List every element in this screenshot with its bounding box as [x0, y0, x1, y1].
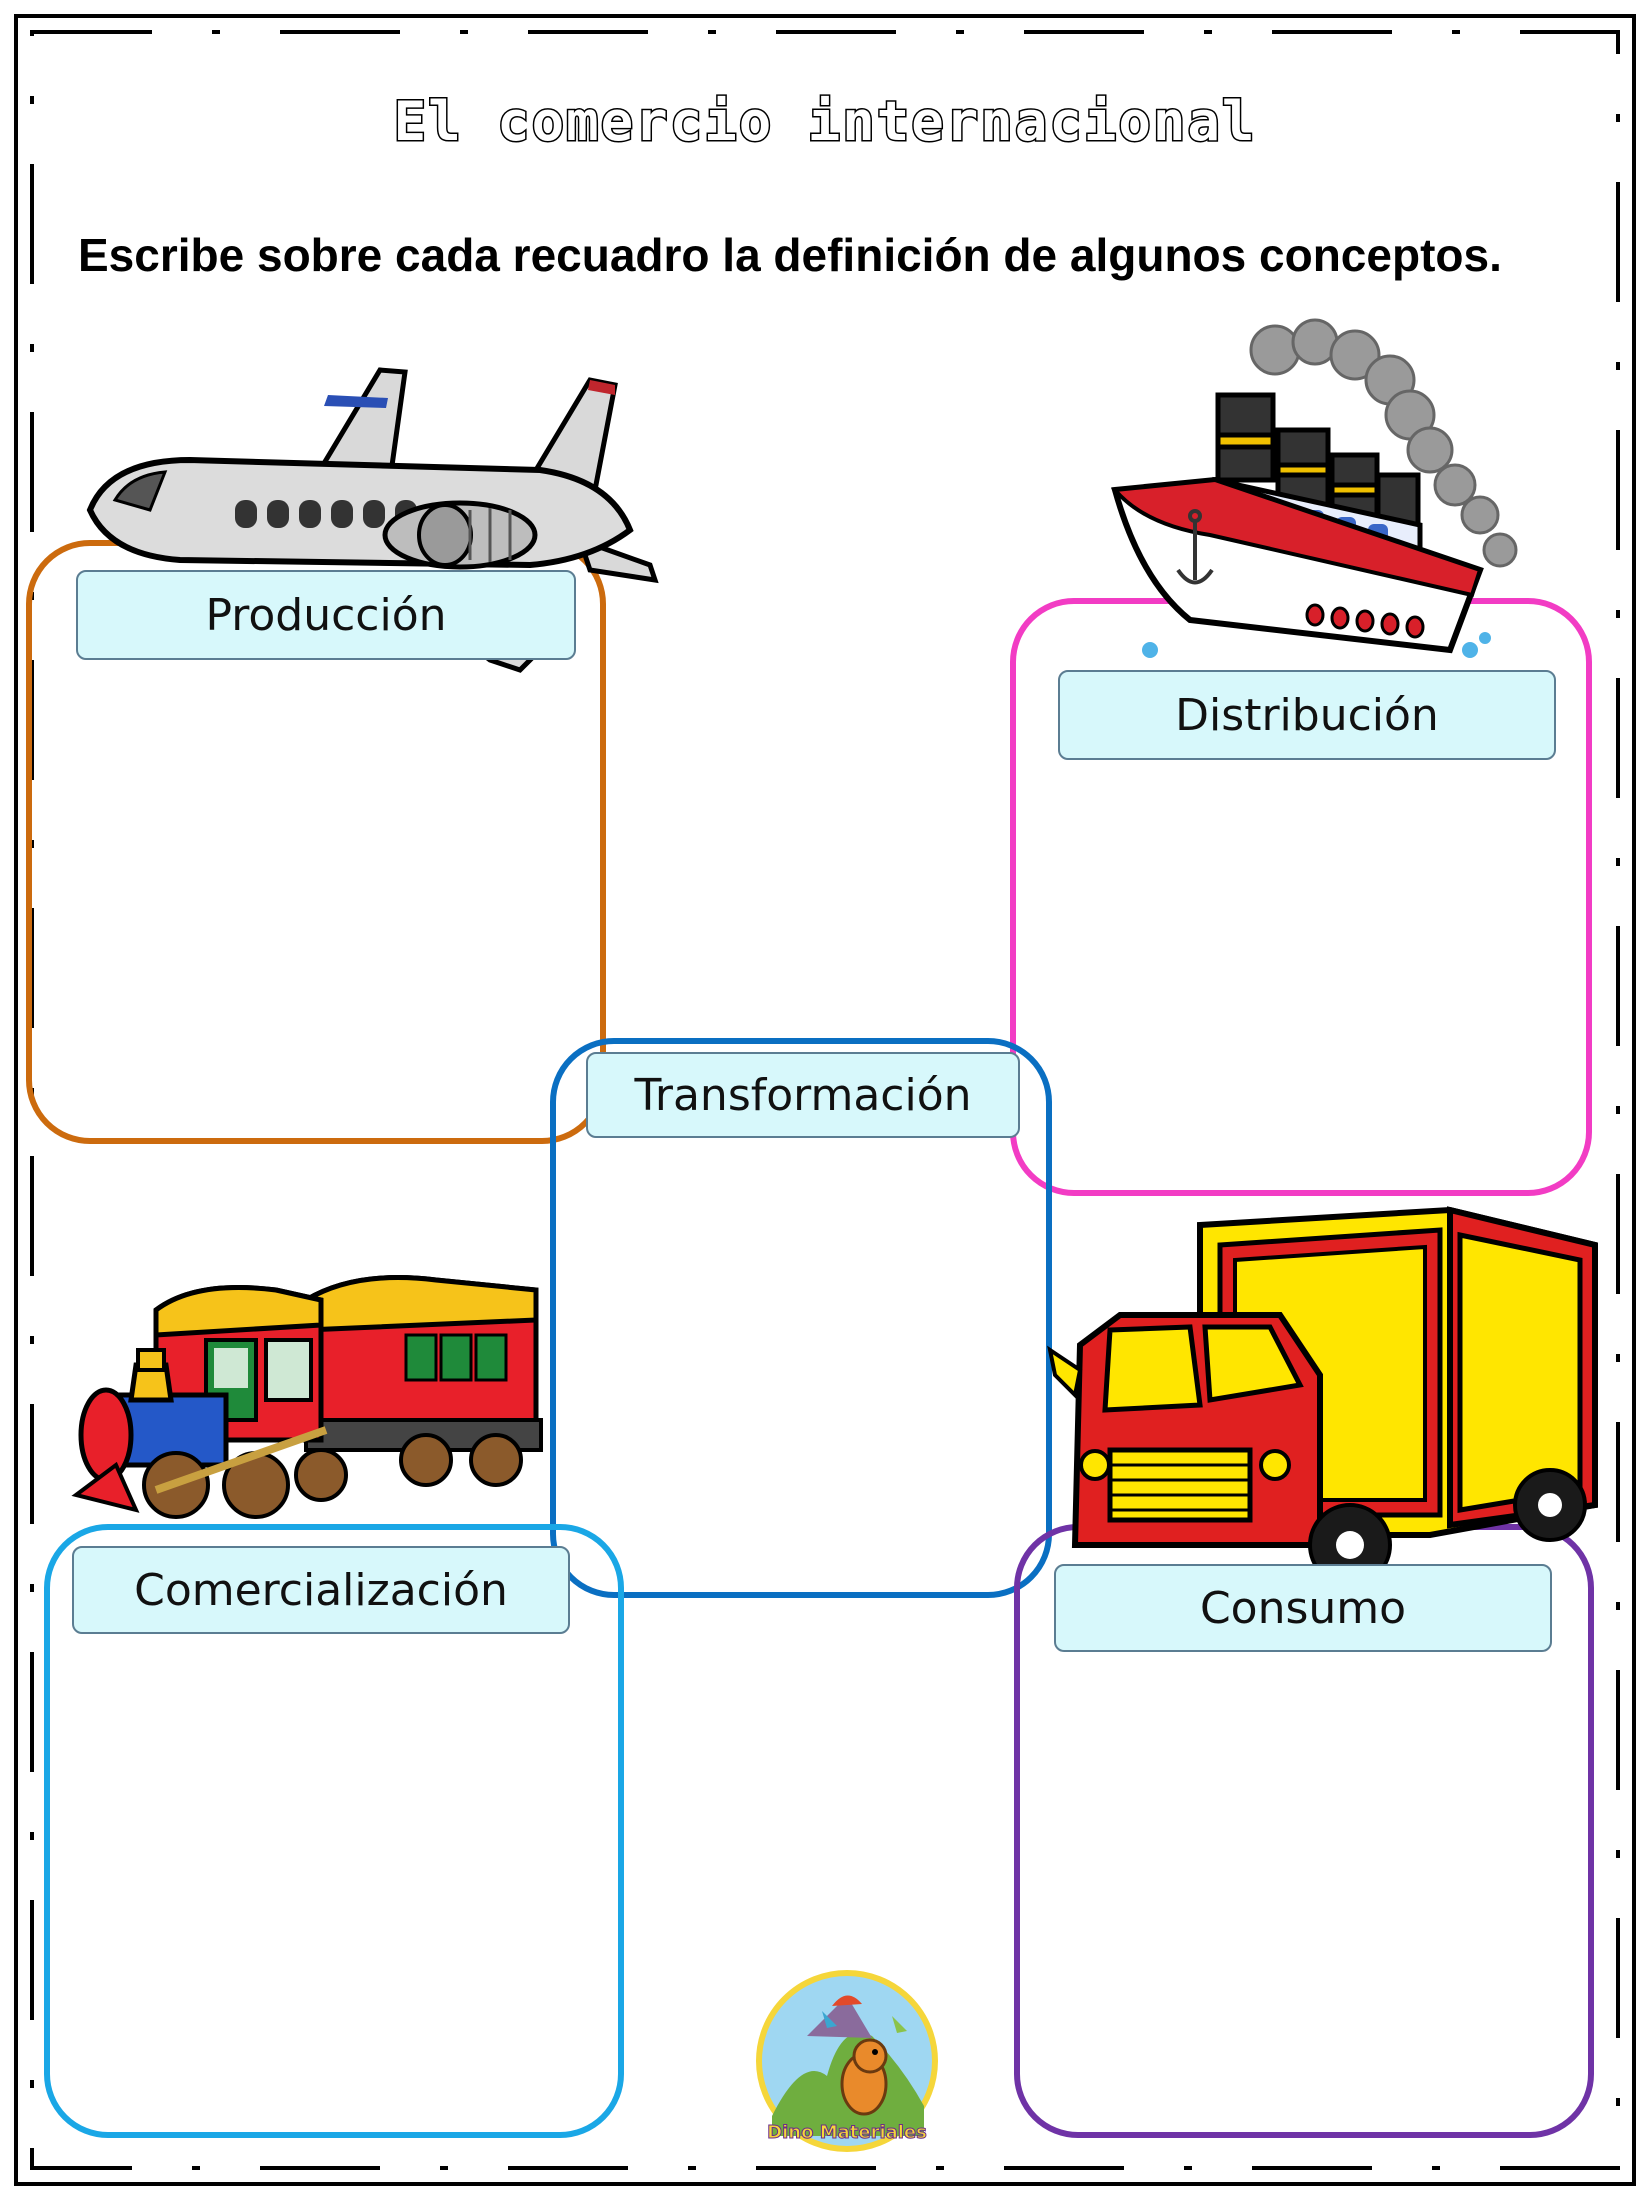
dino-materiales-logo: Dino Materiales	[756, 1970, 938, 2152]
produccion-label: Producción	[76, 570, 576, 660]
consumo-label: Consumo	[1054, 1564, 1552, 1652]
transformacion-label: Transformación	[586, 1052, 1020, 1138]
distribucion-label: Distribución	[1058, 670, 1556, 760]
ship-icon	[1110, 318, 1518, 658]
instruction-text: Escribe sobre cada recuadro la definició…	[78, 229, 1502, 281]
train-icon	[71, 1275, 543, 1519]
page-title: El comercio internacional	[392, 89, 1257, 155]
comercializacion-box[interactable]	[44, 1524, 624, 2138]
truck-icon	[1047, 1206, 1598, 1587]
comercializacion-label: Comercialización	[72, 1546, 570, 1634]
page-border	[14, 14, 1636, 2186]
logo-text: Dino Materiales	[767, 2122, 927, 2143]
transformacion-box[interactable]	[550, 1038, 1052, 1598]
